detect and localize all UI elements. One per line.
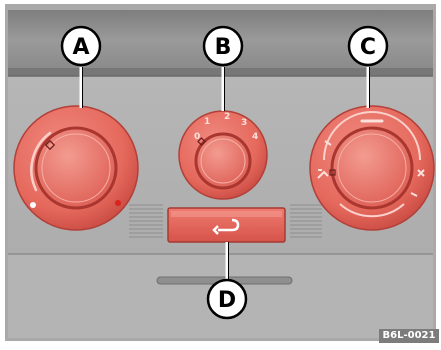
face-vent-icon [417, 169, 425, 177]
recirculation-button-d[interactable] [167, 207, 286, 243]
recirculation-icon [218, 218, 240, 232]
air-distribution-dial-c[interactable] [309, 105, 435, 231]
footwell-icon [317, 169, 329, 179]
right-grille [290, 204, 322, 238]
mode-mark [410, 192, 418, 197]
label-c: C [360, 35, 376, 60]
label-a: A [72, 35, 89, 60]
leader-lines-outline [82, 67, 370, 282]
cold-dot [30, 202, 36, 208]
left-grille [129, 204, 163, 238]
leader-lines [79, 67, 370, 282]
callout-b: B [202, 25, 244, 67]
pointer-mark [329, 169, 336, 176]
label-b: B [215, 35, 232, 60]
fan-scale-4: 4 [252, 132, 258, 142]
fan-speed-dial-b[interactable]: 0 1 2 3 4 [178, 110, 268, 200]
temperature-dial-a[interactable] [13, 105, 139, 231]
fan-scale-0: 0 [194, 132, 200, 142]
fan-scale-1: 1 [204, 117, 210, 127]
callout-c: C [347, 25, 389, 67]
callout-a: A [60, 25, 102, 67]
callout-d: D [206, 278, 248, 320]
fan-scale-2: 2 [224, 112, 230, 122]
pointer-mark [44, 139, 56, 151]
hot-dot [115, 200, 121, 206]
fan-scale-3: 3 [241, 118, 247, 128]
label-d: D [218, 288, 236, 313]
pointer-mark [197, 137, 206, 146]
figure-code: B6L-0021 [379, 329, 439, 343]
mode-mark [324, 140, 332, 146]
